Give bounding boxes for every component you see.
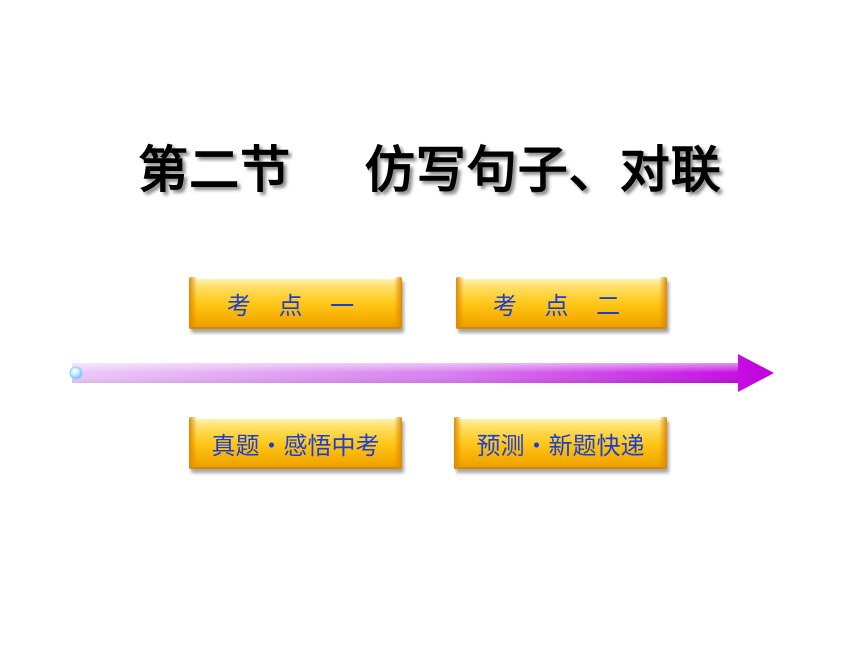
prediction-label: 预测・新题快递 [476,431,645,460]
arrow-shine [72,363,738,383]
exam-point-two-label: 考 点 二 [492,291,631,320]
exam-point-one-label: 考 点 一 [226,291,365,320]
exam-point-two-button[interactable]: 考 点 二 [456,277,667,329]
timeline-arrow [69,354,774,392]
real-questions-button[interactable]: 真题・感悟中考 [189,417,402,469]
real-questions-label: 真题・感悟中考 [211,431,380,460]
prediction-button[interactable]: 预测・新题快递 [454,417,667,469]
timeline-start-dot [69,366,83,380]
slide-title: 第二节 仿写句子、对联 [138,140,722,199]
exam-point-one-button[interactable]: 考 点 一 [189,277,402,329]
